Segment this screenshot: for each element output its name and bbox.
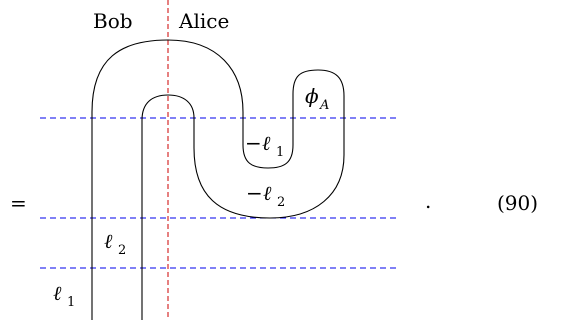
phi-symbol: ϕ xyxy=(305,84,319,108)
ell-symbol: ℓ xyxy=(262,131,271,155)
ell-subscript: 2 xyxy=(118,243,126,258)
ell-symbol: ℓ xyxy=(104,229,113,253)
ell-subscript: 1 xyxy=(276,145,284,160)
minus-sign: − xyxy=(245,131,262,155)
neg-ell-2-label: − ℓ 2 xyxy=(246,181,285,210)
phi-subscript: A xyxy=(319,98,329,113)
ell-1-label: ℓ 1 xyxy=(53,281,75,310)
outer-wire xyxy=(91,39,345,320)
ell-symbol: ℓ xyxy=(53,281,62,305)
bob-label: Bob xyxy=(93,9,133,33)
ell-symbol: ℓ xyxy=(263,181,272,205)
equals-sign: = xyxy=(10,191,27,215)
equation-number: (90) xyxy=(497,191,538,215)
time-slice-lines xyxy=(40,117,396,269)
state-phi-a-label: ϕ A xyxy=(305,84,329,113)
period-mark: . xyxy=(425,189,431,213)
alice-label: Alice xyxy=(178,9,229,33)
minus-sign: − xyxy=(246,181,263,205)
neg-ell-1-label: − ℓ 1 xyxy=(245,131,284,160)
ell-subscript: 2 xyxy=(277,195,285,210)
ell-2-label: ℓ 2 xyxy=(104,229,126,258)
ell-subscript: 1 xyxy=(67,295,75,310)
